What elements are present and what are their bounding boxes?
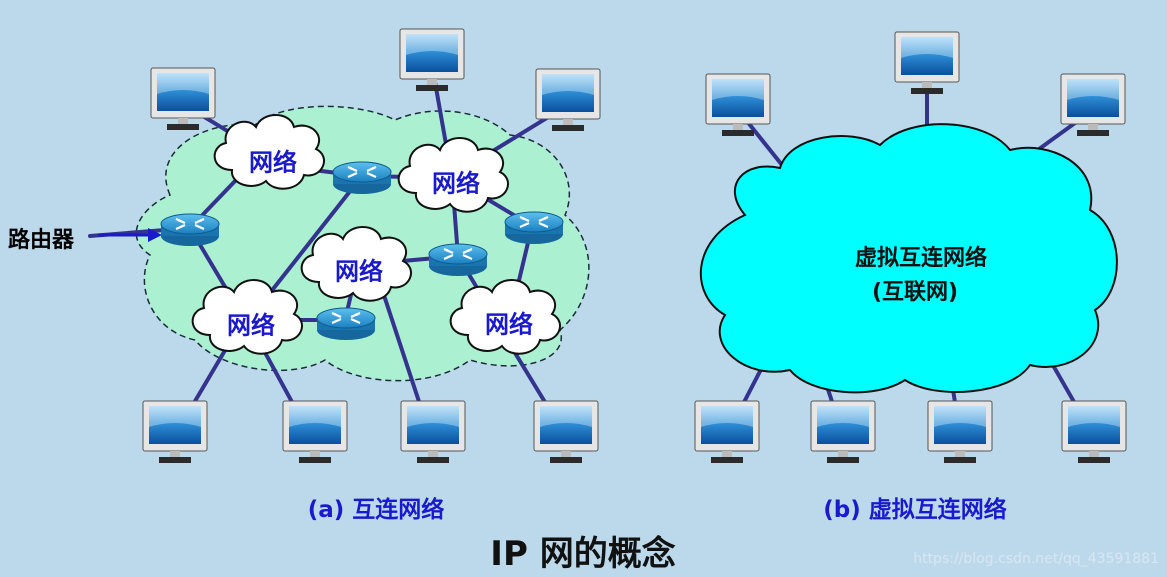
computer-icon [150, 67, 216, 131]
page-title: IP 网的概念 [490, 534, 676, 574]
computer-icon [400, 400, 466, 464]
caption-a: (a) 互连网络 [307, 497, 445, 523]
network-clouds-left [191, 114, 561, 355]
router-icon [315, 306, 377, 342]
network-cloud-label: 网络 [335, 257, 383, 286]
network-cloud-label: 网络 [485, 310, 533, 339]
network-cloud-label: 网络 [249, 148, 297, 177]
computer-icon [705, 73, 771, 137]
computer-icon [399, 28, 465, 92]
network-cloud-label: 网络 [432, 169, 480, 198]
network-cloud-label: 网络 [227, 311, 275, 340]
computer-icon [142, 400, 208, 464]
virtual-network-label: 虚拟互连网络 [854, 246, 988, 271]
virtual-internet-cloud [699, 123, 1118, 394]
computer-icon [694, 400, 760, 464]
computer-icon [810, 400, 876, 464]
computer-icon [927, 400, 993, 464]
router-label: 路由器 [8, 228, 75, 253]
computer-icon [282, 400, 348, 464]
caption-b: (b) 虚拟互连网络 [823, 497, 1007, 523]
arrow-icon [98, 228, 162, 242]
computer-icon [535, 68, 601, 132]
router-icon [331, 160, 393, 196]
computer-icon [533, 400, 599, 464]
router-icon [503, 210, 565, 246]
computer-icon [1061, 400, 1127, 464]
router-icon [427, 242, 489, 278]
computer-icon [894, 31, 960, 95]
watermark: https://blog.csdn.net/qq_43591881 [913, 551, 1159, 567]
router-icon [159, 212, 221, 248]
virtual-network-sublabel: (互联网) [871, 280, 959, 305]
